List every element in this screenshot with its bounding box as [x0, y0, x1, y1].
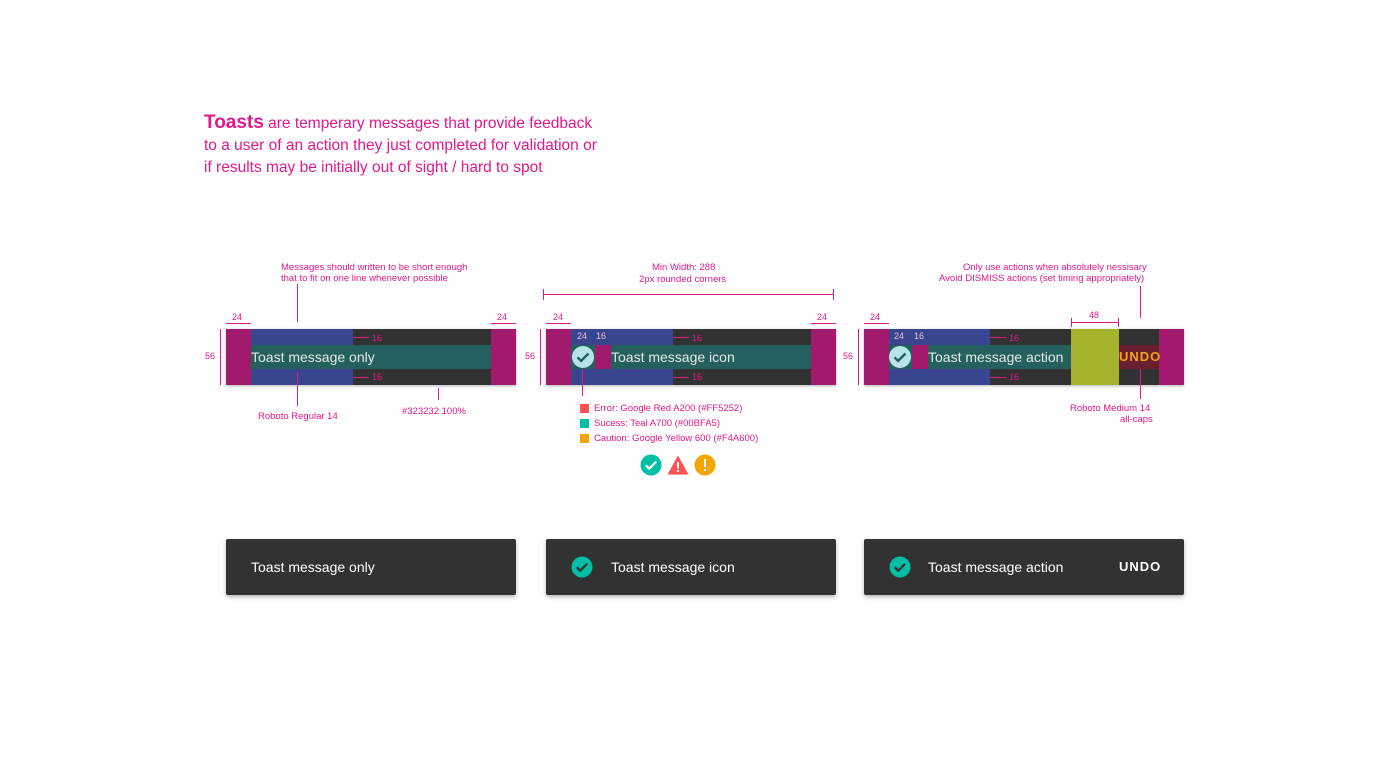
spec3-icon-gap [912, 345, 928, 369]
spec1-color-leader [438, 388, 439, 400]
spec3-action-gap-tick-right [1118, 318, 1119, 327]
undo-button[interactable]: UNDO [1119, 559, 1162, 574]
spec2-pad-left-dim [546, 323, 571, 324]
legend-error-swatch [580, 404, 589, 413]
spec1-height-dim [220, 329, 221, 385]
spec1-gap-bottom-dim [353, 377, 369, 378]
spec2-icon-gap [595, 345, 611, 369]
spec2-min-width-tick-right [833, 289, 834, 300]
spec2-top-note-2: 2px rounded corners [639, 274, 727, 285]
spec3-toast: Toast message action UNDO [864, 329, 1184, 385]
spec3-action-gap-dim [1071, 322, 1119, 323]
spec2-min-width-dim [543, 294, 834, 295]
spec1-height-label: 56 [205, 351, 216, 361]
spec1-pad-left-dim [226, 323, 251, 324]
spec3-action-gap [1071, 329, 1119, 385]
spec3-action-label: UNDO [1119, 349, 1162, 364]
spec1-gap-top-dim [353, 337, 369, 338]
spec2-min-width-tick-left [543, 289, 544, 300]
spec2-gap-top-label: 16 [692, 333, 703, 343]
toast-icon-message: Toast message icon [611, 559, 735, 575]
spec2-padding-right [811, 329, 836, 385]
spec2-pad-left-label: 24 [553, 312, 564, 322]
spec1-text-box [251, 345, 491, 369]
spec2-check-icon [571, 345, 595, 369]
spec3-icon-gap-label: 16 [914, 331, 925, 341]
spec1-pad-right-dim [491, 323, 516, 324]
spec2-pad-right-label: 24 [817, 312, 828, 322]
spec3-gap-bottom-dim [990, 377, 1006, 378]
intro-line-3: if results may be initially out of sight… [204, 159, 543, 176]
legend-caution-swatch [580, 434, 589, 443]
spec1-font-note: Roboto Regular 14 [258, 411, 338, 422]
spec3-font-note-2: all-caps [1120, 414, 1153, 425]
spec3-icon-width-label: 24 [894, 331, 905, 341]
spec3-action-gap-label: 48 [1089, 310, 1100, 320]
spec3-font-note-1: Roboto Medium 14 [1070, 403, 1151, 414]
spec2-height-dim [540, 329, 541, 385]
spec2-message: Toast message icon [611, 349, 735, 365]
spec2-height-label: 56 [525, 351, 536, 361]
spec3-gap-bottom-label: 16 [1009, 372, 1020, 382]
spec1-color-note: #323232 100% [402, 406, 466, 417]
spec2-pad-right-dim [811, 323, 836, 324]
spec2-text-box [571, 345, 811, 369]
spec2-gap-bottom-label: 16 [692, 372, 703, 382]
spec2-gap-top-dim [673, 337, 689, 338]
success-check-icon [640, 454, 662, 476]
legend-caution-label: Caution: Google Yellow 600 (#F4A600) [594, 433, 759, 444]
spec1-pad-right-label: 24 [497, 312, 508, 322]
spec3-height-dim [858, 329, 859, 385]
spec3-action-box [1119, 345, 1159, 369]
intro-lead: Toasts [204, 112, 264, 133]
spec1-gap-bottom-label: 16 [372, 372, 383, 382]
spec3-gap-top-dim [990, 337, 1006, 338]
spec1-top-note-2: that to fit on one line whenever possibl… [281, 273, 448, 284]
toast-message-action: Toast message action UNDO [864, 539, 1184, 595]
spec1-padding-right [491, 329, 516, 385]
spec3-gap-top-label: 16 [1009, 333, 1020, 343]
spec3-height-label: 56 [843, 351, 854, 361]
toast-message-only: Toast message only [226, 539, 516, 595]
legend-success-label: Sucess: Teal A700 (#00BFA5) [594, 418, 721, 429]
spec3-pad-left-label: 24 [870, 312, 881, 322]
error-warning-icon [667, 454, 689, 476]
toast-action-message: Toast message action [928, 559, 1064, 575]
caution-exclamation-icon [694, 454, 716, 476]
spec2-top-note-1: Min Width: 288 [652, 262, 716, 273]
spec3-font-leader [1140, 369, 1141, 399]
spec3-padding-left [864, 329, 889, 385]
spec3-pad-left-dim [864, 323, 889, 324]
spec2-toast: Toast message icon [546, 329, 836, 385]
spec2-icon-leader [582, 369, 583, 396]
spec3-action-gap-tick-left [1071, 318, 1072, 327]
intro-text: Toasts are temperary messages that provi… [204, 112, 664, 179]
spec3-top-note-1: Only use actions when absolutely nessisa… [963, 262, 1147, 273]
spec2-icon-gap-label: 16 [596, 331, 607, 341]
spec1-pad-left-label: 24 [232, 312, 243, 322]
intro-line-1: are temperary messages that provide feed… [263, 115, 593, 132]
spec3-top-note-2: Avoid DISMISS actions (set timing approp… [939, 273, 1145, 284]
spec1-top-note-1: Messages should written to be short enou… [281, 262, 468, 273]
spec3-message: Toast message action [928, 349, 1064, 365]
spec3-top-leader [1140, 286, 1141, 318]
toast-icon-check-icon [571, 556, 593, 578]
intro-line-2: to a user of an action they just complet… [204, 137, 597, 154]
legend-success-swatch [580, 419, 589, 428]
spec1-message: Toast message only [251, 349, 375, 365]
spec1-font-leader [297, 372, 298, 406]
legend-error-label: Error: Google Red A200 (#FF5252) [594, 403, 743, 414]
spec1-top-leader [297, 284, 298, 322]
spec2-padding-left [546, 329, 571, 385]
spec1-gap-top-label: 16 [372, 333, 383, 343]
spec1-padding-left [226, 329, 251, 385]
toast-action-check-icon [889, 556, 911, 578]
spec3-check-icon [888, 345, 912, 369]
spec3-padding-right [1159, 329, 1184, 385]
spec1-toast: Toast message only [226, 329, 516, 385]
toast-only-message: Toast message only [251, 559, 375, 575]
spec2-gap-bottom-dim [673, 377, 689, 378]
toast-message-icon: Toast message icon [546, 539, 836, 595]
spec2-icon-width-label: 24 [577, 331, 588, 341]
